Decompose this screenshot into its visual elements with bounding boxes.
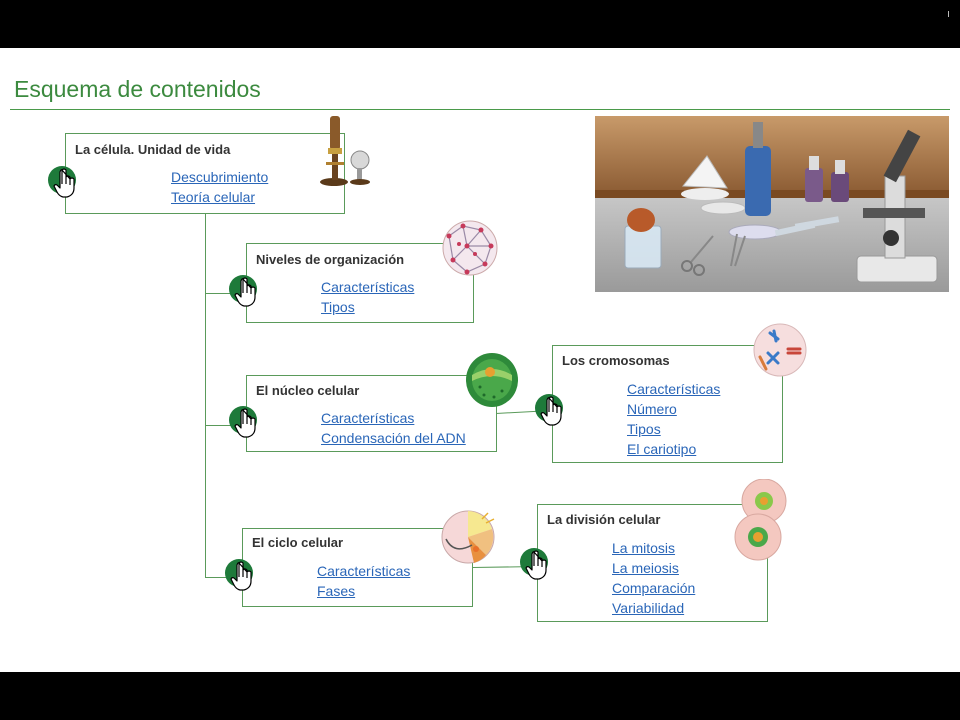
link-item: Características xyxy=(317,561,410,581)
hand-pointer-icon xyxy=(229,275,257,307)
link-teoria-celular[interactable]: Teoría celular xyxy=(171,189,256,205)
antique-microscope-icon xyxy=(316,112,376,188)
link-item: Descubrimiento xyxy=(171,167,268,187)
link-item: El cariotipo xyxy=(627,439,720,459)
link-item: Teoría celular xyxy=(171,187,268,207)
hand-pointer-icon xyxy=(535,394,563,426)
link-item: Número xyxy=(627,399,720,419)
link-item: Comparación xyxy=(612,578,695,598)
box-niveles-title: Niveles de organización xyxy=(256,252,405,267)
box-ciclo-title: El ciclo celular xyxy=(252,535,344,550)
link-ciclo-fases[interactable]: Fases xyxy=(317,583,356,599)
hand-button-division[interactable] xyxy=(519,548,555,582)
box-celula: La célula. Unidad de vida Descubrimiento… xyxy=(65,133,345,214)
protein-network-icon xyxy=(441,216,499,280)
link-descubrimiento[interactable]: Descubrimiento xyxy=(171,169,269,185)
link-item: Características xyxy=(321,408,466,428)
link-cromosomas-numero[interactable]: Número xyxy=(627,401,677,417)
link-niveles-caracteristicas[interactable]: Características xyxy=(321,279,415,295)
box-nucleo-links: Características Condensación del ADN xyxy=(321,408,466,448)
box-cromosomas-title: Los cromosomas xyxy=(562,353,670,368)
chromosomes-icon xyxy=(752,323,808,377)
hand-button-celula[interactable] xyxy=(47,166,83,200)
box-nucleo: El núcleo celular Características Conden… xyxy=(246,375,497,452)
box-ciclo: El ciclo celular Características Fases xyxy=(242,528,473,607)
link-cariotipo[interactable]: El cariotipo xyxy=(627,441,697,457)
laboratory-equipment-photo xyxy=(595,116,949,292)
hand-button-cromosomas[interactable] xyxy=(534,394,570,428)
hand-pointer-icon xyxy=(520,548,548,580)
box-cromosomas: Los cromosomas Características Número Ti… xyxy=(552,345,783,463)
top-bar-mark xyxy=(948,11,949,17)
link-item: Características xyxy=(321,277,414,297)
hand-button-ciclo[interactable] xyxy=(224,559,260,593)
link-variabilidad[interactable]: Variabilidad xyxy=(612,600,685,616)
box-celula-title: La célula. Unidad de vida xyxy=(75,142,231,157)
hand-pointer-icon xyxy=(229,406,257,438)
bottom-bar xyxy=(0,672,960,720)
top-bar xyxy=(0,0,960,48)
link-nucleo-caracteristicas[interactable]: Características xyxy=(321,410,415,426)
dividing-cells-icon xyxy=(730,479,794,561)
page-title: Esquema de contenidos xyxy=(14,76,261,102)
hand-pointer-icon xyxy=(225,559,253,591)
link-cromosomas-caracteristicas[interactable]: Características xyxy=(627,381,721,397)
link-item: La meiosis xyxy=(612,558,695,578)
link-condensacion-adn[interactable]: Condensación del ADN xyxy=(321,430,466,446)
link-item: Condensación del ADN xyxy=(321,428,466,448)
link-item: Fases xyxy=(317,581,410,601)
link-cromosomas-tipos[interactable]: Tipos xyxy=(627,421,661,437)
link-meiosis[interactable]: La meiosis xyxy=(612,560,679,576)
link-mitosis[interactable]: La mitosis xyxy=(612,540,676,556)
box-division-links: La mitosis La meiosis Comparación Variab… xyxy=(612,538,695,618)
box-cromosomas-links: Características Número Tipos El cariotip… xyxy=(627,379,720,459)
box-niveles: Niveles de organización Características … xyxy=(246,243,474,323)
hand-button-nucleo[interactable] xyxy=(228,406,264,440)
box-nucleo-title: El núcleo celular xyxy=(256,383,360,398)
link-comparacion[interactable]: Comparación xyxy=(612,580,696,596)
box-division-title: La división celular xyxy=(547,512,661,527)
link-item: Variabilidad xyxy=(612,598,695,618)
hand-button-niveles[interactable] xyxy=(228,275,264,309)
link-item: Tipos xyxy=(321,297,414,317)
title-divider xyxy=(10,109,950,110)
box-celula-links: Descubrimiento Teoría celular xyxy=(171,167,268,207)
hand-pointer-icon xyxy=(48,166,76,198)
link-niveles-tipos[interactable]: Tipos xyxy=(321,299,355,315)
link-item: La mitosis xyxy=(612,538,695,558)
box-ciclo-links: Características Fases xyxy=(317,561,410,601)
cell-cycle-icon xyxy=(436,509,500,565)
box-division: La división celular La mitosis La meiosi… xyxy=(537,504,768,622)
link-item: Características xyxy=(627,379,720,399)
link-ciclo-caracteristicas[interactable]: Características xyxy=(317,563,411,579)
link-item: Tipos xyxy=(627,419,720,439)
box-niveles-links: Características Tipos xyxy=(321,277,414,317)
cell-nucleus-icon xyxy=(464,351,520,409)
